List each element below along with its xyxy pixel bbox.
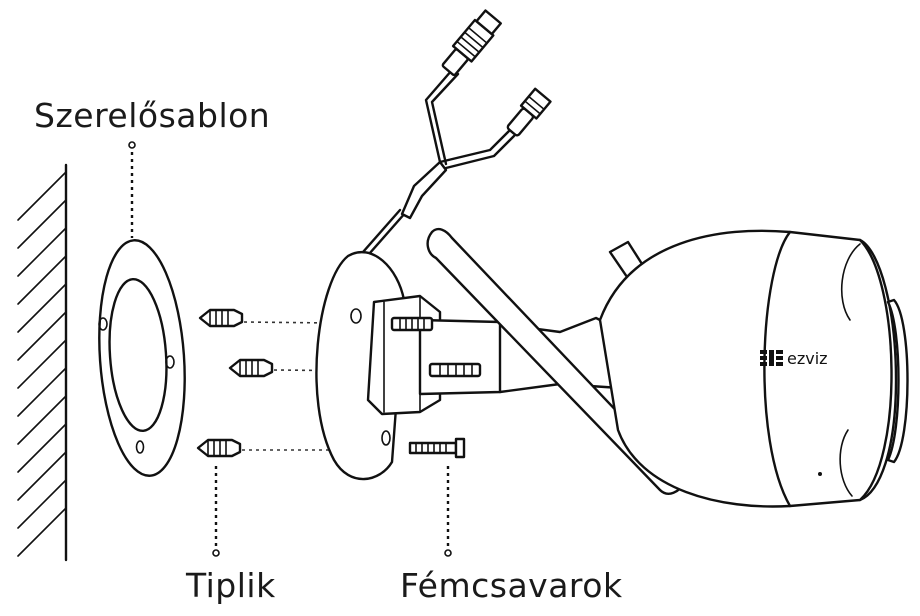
template-leader	[129, 142, 135, 238]
mounting-template	[92, 237, 192, 478]
camera-cable	[356, 9, 551, 262]
anchor-top	[200, 310, 242, 326]
wall	[18, 165, 66, 560]
anchor-middle	[230, 360, 272, 376]
ezviz-logo-mark	[760, 350, 783, 366]
ezviz-logo: ezviz	[760, 349, 828, 368]
mounting-template-label: Szerelősablon	[34, 96, 270, 135]
anchor-leader	[213, 466, 219, 556]
anchor-bottom	[198, 440, 240, 456]
anchors-label: Tiplik	[186, 566, 276, 605]
ezviz-logo-text: ezviz	[787, 349, 828, 368]
camera-body	[600, 231, 908, 507]
screw-leader	[445, 466, 451, 556]
anchors	[198, 310, 272, 456]
metal-screw	[410, 439, 464, 457]
metal-screws-label: Fémcsavarok	[400, 566, 623, 605]
